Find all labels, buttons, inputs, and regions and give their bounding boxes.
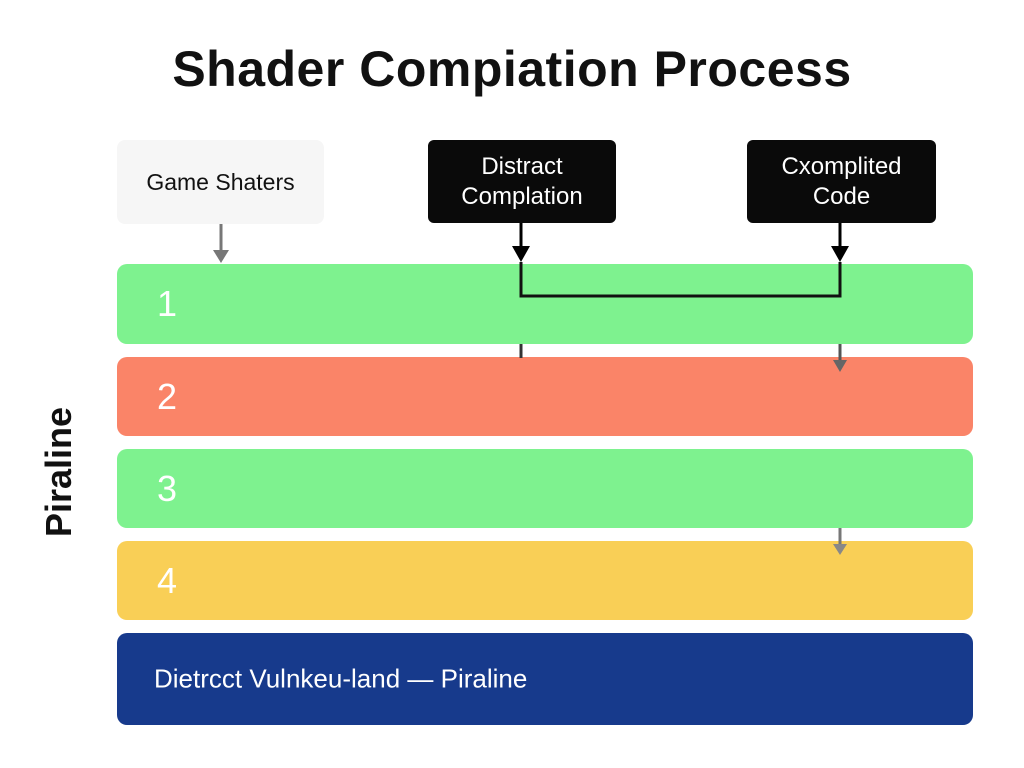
band-2-number: 2 — [157, 375, 178, 417]
band-3-number: 3 — [157, 467, 178, 509]
pipeline-band-4: 4 — [117, 541, 973, 620]
compiled-node-label: Cxomplited Code — [781, 152, 902, 210]
stage-node-compiled-code: Cxomplited Code — [747, 140, 936, 223]
band-1-number: 1 — [157, 283, 178, 324]
diagram-title: Shader Compiation Process — [172, 41, 852, 97]
source-arrow-head — [213, 250, 229, 263]
pipeline-bottom-band: Dietrcct Vulnkeu-land — Piraline — [117, 633, 973, 725]
distract-arrow-head — [512, 246, 530, 262]
stage-node-distract-complation: Distract Complation — [428, 140, 616, 223]
bottom-band-label: Dietrcct Vulnkeu-land — Piraline — [154, 663, 528, 694]
source-node-label: Game Shaters — [146, 168, 295, 195]
band-4-number: 4 — [157, 559, 178, 601]
pipeline-side-label: Piraline — [38, 406, 79, 538]
distract-node-label: Distract Complation — [461, 152, 583, 210]
pipeline-band-2: 2 — [117, 357, 973, 436]
pipeline-band-1: 1 — [117, 264, 973, 344]
pipeline-band-3: 3 — [117, 449, 973, 528]
source-node-game-shaters: Game Shaters — [117, 140, 324, 224]
compiled-arrow-head — [831, 246, 849, 262]
